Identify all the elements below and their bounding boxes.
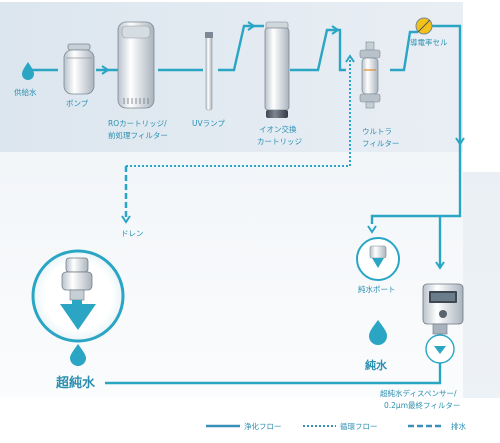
feed-water-drop-icon [22, 62, 34, 80]
legend-purify-label: 浄化フロー [244, 421, 282, 431]
legend: 浄化フロー 循環フロー 排水 [206, 421, 466, 431]
uv-lamp-icon [205, 32, 213, 111]
ultrapure-outlet-icon [31, 249, 125, 343]
conductivity-cell-label: 導電率セル [410, 37, 448, 47]
drain-label: ドレン [121, 229, 144, 238]
ro-cartridge-icon [117, 21, 155, 109]
ultra-filter-icon [359, 41, 381, 109]
ion-exchange-cartridge-icon [264, 21, 290, 118]
ro-label-line2: 前処理フィルター [108, 130, 168, 140]
legend-circulation-label: 循環フロー [340, 421, 378, 431]
dispenser-icon [422, 283, 464, 364]
pure-water-drop-icon [369, 320, 387, 345]
ultra-label-line2: フィルター [362, 139, 399, 148]
pure-water-port-label: 純水ポート [358, 284, 396, 294]
pump-icon [63, 43, 95, 95]
ro-label-line1: ROカートリッジ/ [108, 119, 167, 128]
ultra-label-line1: ウルトラ [362, 127, 392, 136]
feed-water-label: 供給水 [14, 87, 37, 97]
dispenser-label-line1: 超純水ディスペンサー/ [380, 388, 457, 398]
pure-water-port-icon [356, 237, 400, 281]
circulation-flow-lines [126, 56, 351, 167]
pure-water-label: 純水 [365, 358, 388, 372]
conductivity-cell-icon [415, 17, 433, 35]
ultrapure-drop-icon [70, 344, 86, 366]
ultrapure-water-label: 超純水 [56, 375, 96, 391]
pump-label: ポンプ [66, 99, 89, 108]
ion-label-line2: カートリッジ [257, 137, 302, 146]
legend-drain-label: 排水 [451, 421, 466, 431]
uv-lamp-label: UVランプ [192, 119, 225, 128]
ion-label-line1: イオン交換 [259, 124, 297, 134]
dispenser-label-line2: 0.2μm最終フィルター [384, 400, 460, 410]
